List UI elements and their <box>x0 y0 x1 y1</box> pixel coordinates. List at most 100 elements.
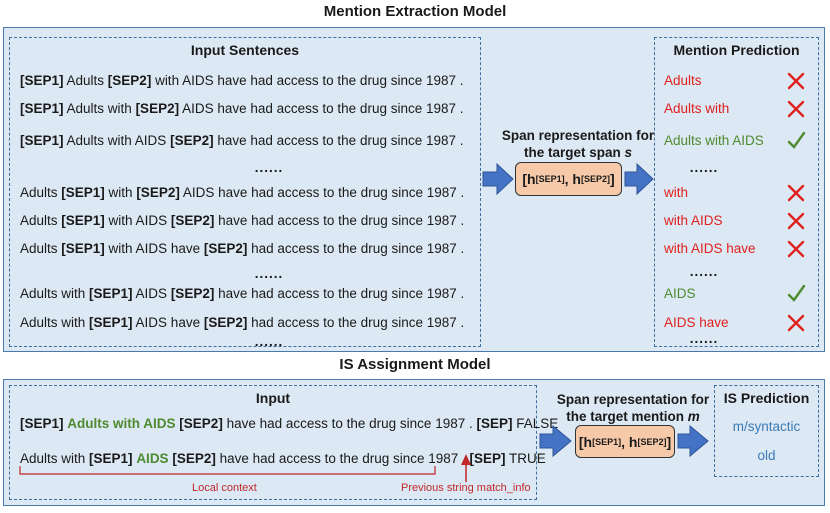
sep2-sub: [SEP2] <box>637 436 667 447</box>
sentence-text: Adults <box>20 241 62 256</box>
input-sentences-box <box>9 37 481 347</box>
span-label-line1: Span representation for <box>501 128 655 143</box>
cross-icon <box>786 313 806 337</box>
mention-highlight: Adults with AIDS <box>67 416 176 431</box>
sentence-text: AIDS have had access to the drug since 1… <box>179 185 465 200</box>
check-icon <box>786 131 806 155</box>
sentence-text: Adults with <box>20 451 90 466</box>
ellipsis: ...... <box>689 160 719 175</box>
is-input-box <box>9 385 537 500</box>
ellipsis: ...... <box>254 266 284 281</box>
cross-icon <box>786 183 806 207</box>
mention-model-panel <box>3 27 825 352</box>
separator-token: [SEP1] <box>20 101 64 116</box>
is-prediction-box <box>714 385 819 477</box>
span-label-line2: the target span <box>523 145 625 160</box>
separator-token: [SEP2] <box>172 451 216 466</box>
sentence-text: Adults <box>20 213 62 228</box>
sentence-text: with AIDS have <box>104 241 204 256</box>
separator-token: [SEP2] <box>179 416 223 431</box>
ellipsis: ...... <box>254 160 284 175</box>
match-info-label: Previous string match_info <box>401 482 531 494</box>
ellipsis: ...... <box>689 331 719 346</box>
is-model-title: IS Assignment Model <box>339 356 491 373</box>
prediction-item: with AIDS have <box>664 241 756 256</box>
prediction-item: AIDS have <box>664 315 729 330</box>
sentence-text: with AIDS have had access to the drug si… <box>151 73 464 88</box>
prediction-item: Adults <box>664 73 702 88</box>
input-sentence: Adults [SEP1] with [SEP2] AIDS have had … <box>20 185 464 200</box>
input-sentences-header: Input Sentences <box>190 42 300 58</box>
sentence-text: AIDS have had access to the drug since 1… <box>179 101 464 116</box>
span-variable: m <box>687 409 700 424</box>
prediction-item: Adults with AIDS <box>664 133 764 148</box>
input-sentence: Adults with [SEP1] AIDS [SEP2] have had … <box>20 286 464 301</box>
sentence-text: Adults with AIDS <box>63 133 171 148</box>
is-prediction-header: IS Prediction <box>723 390 810 406</box>
input-sentence: [SEP1] Adults [SEP2] with AIDS have had … <box>20 73 464 88</box>
prediction-item: Adults with <box>664 101 730 116</box>
span-variable: s <box>624 145 633 160</box>
is-prediction-item: m/syntactic <box>732 419 801 434</box>
h-symbol: h <box>572 171 581 187</box>
separator-token: [SEP1] <box>61 241 105 256</box>
sentence-text: Adults with <box>20 315 90 330</box>
prediction-item: AIDS <box>664 286 696 301</box>
sentence-text: have had access to the drug since 1987 . <box>215 451 470 466</box>
separator-token: [SEP2] <box>135 101 180 116</box>
mention-prediction-box <box>654 37 819 347</box>
separator-token: [SEP2] <box>170 286 215 301</box>
sep2-sub: [SEP2] <box>580 174 610 184</box>
cross-icon <box>786 99 806 123</box>
prediction-item: with <box>664 185 689 200</box>
separator-token: [SEP] <box>469 451 506 466</box>
sentence-text: Adults <box>63 73 108 88</box>
separator-token: [SEP2] <box>203 315 248 330</box>
check-icon <box>786 284 806 308</box>
h-symbol: h <box>628 433 638 450</box>
sentence-text: had access to the drug since 1987 . <box>247 241 465 256</box>
separator-token: [SEP1] <box>20 416 64 431</box>
mention-highlight: AIDS <box>136 451 169 466</box>
span-representation-box-bottom: [h[SEP1], h[SEP2]] <box>575 425 675 458</box>
separator-token: [SEP2] <box>170 213 215 228</box>
local-context-label: Local context <box>192 482 257 494</box>
input-sentence: Adults [SEP1] with AIDS have [SEP2] had … <box>20 241 464 256</box>
separator-token: [SEP1] <box>20 73 64 88</box>
h-symbol: h <box>527 171 536 187</box>
input-sentence: [SEP1] Adults with AIDS [SEP2] have had … <box>20 416 558 431</box>
ellipsis: ...... <box>254 334 284 349</box>
h-symbol: h <box>583 433 593 450</box>
input-sentence: Adults with [SEP1] AIDS [SEP2] have had … <box>20 451 546 466</box>
sentence-text: have had access to the drug since 1987 . <box>213 133 464 148</box>
cross-icon <box>786 71 806 95</box>
sentence-text: TRUE <box>505 451 546 466</box>
sentence-text: with AIDS <box>104 213 171 228</box>
separator-token: [SEP1] <box>89 286 133 301</box>
separator-token: [SEP1] <box>61 213 105 228</box>
input-sentence: Adults [SEP1] with AIDS [SEP2] have had … <box>20 213 464 228</box>
sentence-text: had access to the drug since 1987 . <box>247 315 465 330</box>
separator-token: [SEP1] <box>61 185 105 200</box>
separator-token: [SEP2] <box>107 73 152 88</box>
sentence-text: with <box>104 185 137 200</box>
is-prediction-item: old <box>757 448 776 463</box>
separator-token: [SEP1] <box>89 315 133 330</box>
sentence-text: have had access to the drug since 1987 . <box>214 213 465 228</box>
sentence-text: Adults with <box>20 286 90 301</box>
cross-icon <box>786 239 806 263</box>
sentence-text: AIDS have <box>132 315 204 330</box>
cross-icon <box>786 211 806 235</box>
sep1-sub: [SEP1] <box>592 436 622 447</box>
separator-token: [SEP1] <box>89 451 133 466</box>
is-input-header: Input <box>255 390 291 406</box>
sentence-text: have had access to the drug since 1987 . <box>222 416 477 431</box>
sentence-text: have had access to the drug since 1987 . <box>214 286 465 301</box>
sentence-text: Adults <box>20 185 62 200</box>
span-label-top: Span representation for the target span … <box>492 127 664 161</box>
prediction-item: with AIDS <box>664 213 723 228</box>
separator-token: [SEP1] <box>20 133 64 148</box>
separator-token: [SEP] <box>476 416 513 431</box>
separator-token: [SEP2] <box>203 241 248 256</box>
span-label-line2: the target mention <box>566 409 688 424</box>
